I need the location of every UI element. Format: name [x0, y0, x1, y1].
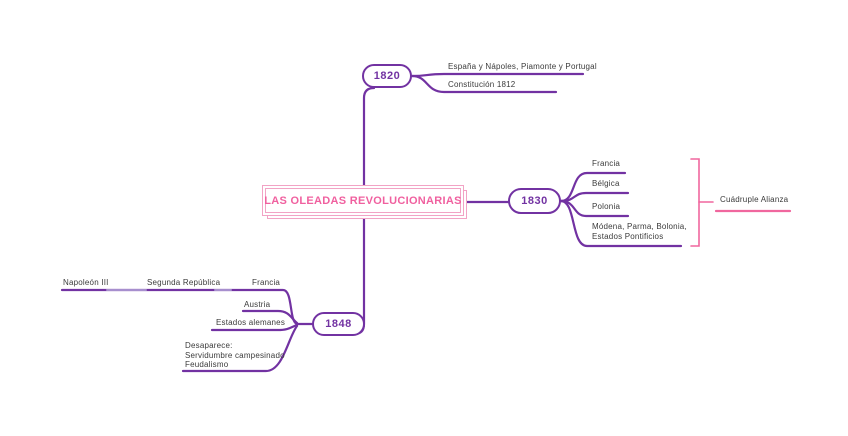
- subtopic-label-desaparece[interactable]: Desaparece: Servidumbre campesinado Feud…: [185, 341, 285, 369]
- branch-austria: [241, 309, 299, 325]
- subtopic-label-segunda-republica[interactable]: Segunda República: [147, 278, 221, 287]
- branch-desaparece: [181, 324, 299, 373]
- subtopic-label-austria[interactable]: Austria: [244, 300, 271, 309]
- topic-node-1848[interactable]: 1848: [312, 312, 365, 336]
- subtopic-label-modena[interactable]: Módena, Parma, Bolonia, Estados Pontific…: [592, 222, 687, 241]
- trunk-to-1820: [362, 86, 376, 189]
- subtopic-label-polonia[interactable]: Polonia: [592, 202, 621, 211]
- subtopic-label-francia-1830[interactable]: Francia: [592, 159, 621, 168]
- topic-node-1830[interactable]: 1830: [508, 188, 561, 214]
- annotation-label-cuadruple-alianza[interactable]: Cuádruple Alianza: [720, 195, 789, 204]
- branch-constitucion: [410, 74, 558, 94]
- branch-espana: [410, 72, 585, 78]
- branch-modena: [559, 199, 683, 248]
- subtopic-label-belgica[interactable]: Bélgica: [592, 179, 620, 188]
- boundary-bracket: [690, 158, 700, 247]
- branch-estados: [210, 323, 299, 332]
- topic-node-1820[interactable]: 1820: [362, 64, 412, 88]
- central-topic-label: LAS OLEADAS REVOLUCIONARIAS: [264, 188, 461, 213]
- central-topic-node[interactable]: LAS OLEADAS REVOLUCIONARIAS: [262, 185, 464, 216]
- subtopic-label-francia-1848[interactable]: Francia: [252, 278, 281, 287]
- subtopic-label-napoleon[interactable]: Napoleón III: [63, 278, 109, 287]
- subtopic-label-estados-alemanes[interactable]: Estados alemanes: [216, 318, 286, 327]
- subtopic-label-constitucion[interactable]: Constitución 1812: [448, 80, 516, 89]
- subtopic-label-espana[interactable]: España y Nápoles, Piamonte y Portugal: [448, 62, 597, 71]
